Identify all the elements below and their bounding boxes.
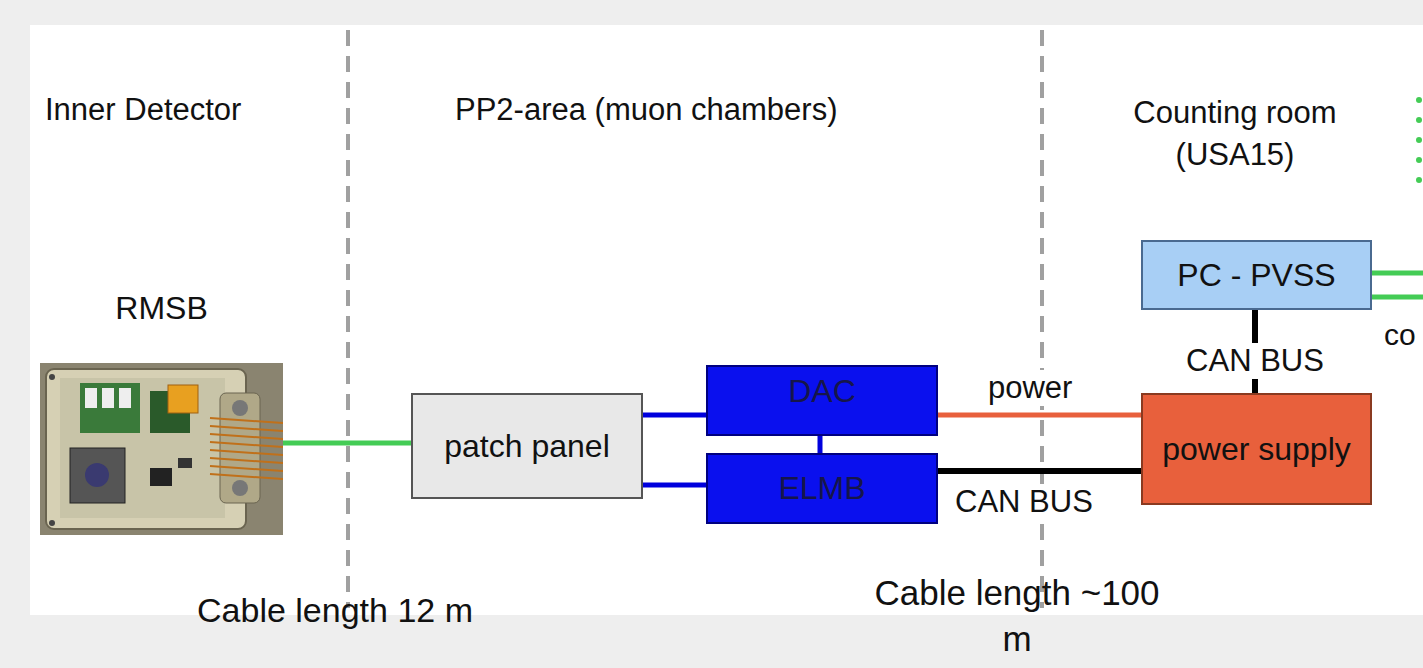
green-dots: [1416, 97, 1422, 183]
box-text: patch panel: [436, 428, 617, 465]
power-supply-box: power supply: [1141, 393, 1372, 505]
connector-label: CAN BUS: [1183, 343, 1327, 379]
connector: [283, 441, 411, 446]
region-divider: [346, 30, 350, 608]
box-text: PC - PVSS: [1169, 257, 1343, 294]
region-label: Cable length 12 m: [185, 592, 485, 628]
dac-box: DAC: [706, 365, 938, 436]
network-wire: [1372, 271, 1423, 276]
patch-panel-box: patch panel: [411, 393, 643, 499]
box-text: power supply: [1154, 431, 1359, 468]
region-label: Counting room (USA15): [1115, 92, 1355, 176]
connector: [938, 468, 1141, 474]
connector-label: CAN BUS: [952, 484, 1096, 520]
box-text: ELMB: [770, 470, 873, 507]
sensor-board: RMSB: [40, 290, 283, 535]
region-divider: [1040, 30, 1044, 608]
connector: [643, 413, 706, 418]
pc-box: PC - PVSS: [1141, 240, 1372, 310]
connector: [938, 413, 1141, 418]
sensor-photo: [40, 363, 283, 535]
connector: [818, 436, 823, 453]
elmb-box: ELMB: [706, 453, 938, 524]
connector-label: power: [985, 370, 1075, 406]
region-label: PP2-area (muon chambers): [455, 92, 838, 128]
region-label: co: [1384, 318, 1416, 352]
network-wire: [1372, 295, 1423, 300]
region-label: Cable length ~100 m: [867, 570, 1167, 662]
box-text: DAC: [780, 373, 864, 410]
connector: [643, 483, 706, 488]
region-label: Inner Detector: [45, 92, 241, 128]
board-heading: RMSB: [115, 290, 207, 339]
